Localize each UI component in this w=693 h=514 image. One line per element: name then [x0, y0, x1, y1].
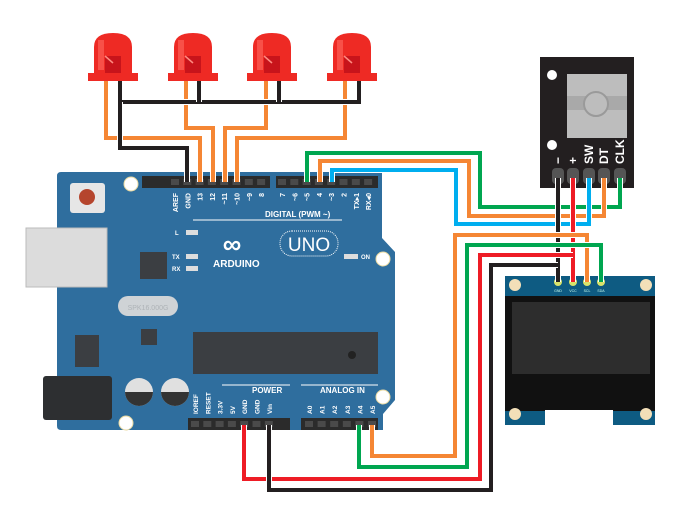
pin-label: 2 — [342, 193, 349, 197]
header-pin[interactable] — [240, 421, 249, 427]
header-pin[interactable] — [244, 179, 253, 185]
led-4-anode-wire[interactable] — [235, 81, 347, 182]
header-pin[interactable] — [330, 421, 339, 427]
encoder-pin-label: + — [566, 157, 580, 164]
pin-label: ~10 — [235, 193, 242, 205]
pin-label: A1 — [320, 405, 327, 414]
power-label: POWER — [252, 386, 282, 395]
led-2 — [168, 33, 218, 81]
led-label-tx: TX — [172, 255, 180, 261]
oled-pin-label: SDA — [597, 289, 605, 293]
pin-label: ~9 — [247, 193, 254, 201]
pin-label: Vin — [267, 404, 274, 414]
pin-label: AREF — [173, 192, 180, 212]
pin-label: IOREF — [193, 394, 200, 414]
led-3-anode-wire[interactable] — [223, 81, 268, 182]
header-pin[interactable] — [364, 179, 373, 185]
pin-label: ~6 — [292, 193, 299, 201]
header-pin[interactable] — [290, 179, 299, 185]
header-pin[interactable] — [278, 179, 286, 185]
pin-label: A4 — [357, 405, 364, 414]
led-4 — [327, 33, 377, 81]
pin-label: A3 — [345, 405, 352, 414]
led-label-rx: RX — [172, 267, 180, 273]
sw-wire[interactable] — [330, 168, 591, 226]
pin-label: GND — [185, 193, 192, 209]
led-3 — [247, 33, 297, 81]
crystal-label: SPK16.000G — [128, 305, 169, 312]
power-jack — [43, 376, 112, 420]
header-pin[interactable] — [215, 421, 224, 427]
arduino-brand: ARDUINO — [213, 259, 260, 270]
encoder-pin-label: DT — [597, 147, 611, 164]
header-pin[interactable] — [257, 179, 266, 185]
pin-label: RESET — [205, 392, 212, 414]
oled-display-module: GND VCC SCL SDA — [505, 276, 655, 425]
header-pin[interactable] — [171, 179, 179, 185]
mount-hole — [375, 389, 391, 405]
digital-header-label: DIGITAL (PWM ~) — [265, 210, 331, 219]
pin-label: RX◂0 — [366, 193, 373, 210]
pin-label: ~3 — [329, 193, 336, 201]
oled-pin-label: GND — [554, 289, 562, 293]
header-pin[interactable] — [264, 421, 273, 427]
header-pin[interactable] — [342, 421, 351, 427]
pin-label: A2 — [332, 405, 339, 414]
header-pin[interactable] — [351, 179, 360, 185]
usb-port — [25, 227, 108, 288]
encoder-pin-label: SW — [582, 144, 596, 164]
header-pin[interactable] — [355, 421, 364, 427]
mount-hole — [118, 415, 134, 431]
header-pin[interactable] — [203, 421, 212, 427]
pin-label: ~11 — [222, 193, 229, 205]
pin-label: GND — [255, 399, 262, 414]
arduino-model: UNO — [288, 235, 330, 256]
header-pin[interactable] — [317, 421, 326, 427]
header-pin[interactable] — [252, 421, 261, 427]
header-pin[interactable] — [191, 421, 199, 427]
analog-label: ANALOG IN — [320, 386, 365, 395]
header-pin[interactable] — [368, 421, 376, 427]
5v-wire[interactable] — [242, 253, 573, 481]
oled-screen — [512, 302, 650, 374]
header-pin[interactable] — [305, 421, 313, 427]
led-1 — [88, 33, 138, 81]
pin-label: ~5 — [305, 193, 312, 201]
dt-wire[interactable] — [318, 159, 606, 218]
pin-label: 8 — [259, 193, 266, 197]
pin-label: GND — [242, 399, 249, 414]
led-gnd-wire[interactable] — [118, 102, 189, 182]
led-1-anode-wire[interactable] — [104, 81, 202, 182]
pin-label: 13 — [198, 193, 205, 201]
arduino-logo-symbol: ∞ — [223, 229, 242, 259]
led-cathode-bus[interactable] — [118, 81, 361, 104]
mount-hole — [375, 251, 391, 267]
microcontroller-chip — [193, 332, 378, 374]
pin-label: A5 — [370, 405, 377, 414]
led-label-on: ON — [361, 255, 370, 261]
mount-hole — [123, 176, 139, 192]
pin-label: 3.3V — [218, 400, 225, 414]
pin-label: 7 — [280, 193, 287, 197]
encoder-pin-label: − — [551, 157, 565, 164]
sda-wire[interactable] — [357, 243, 603, 469]
gnd-wire[interactable] — [267, 263, 558, 492]
oled-pin-label: VCC — [569, 289, 577, 293]
power-header — [188, 418, 290, 430]
header-pin[interactable] — [227, 421, 236, 427]
encoder-pin-label: CLK — [613, 139, 627, 164]
led-label-l: L — [175, 231, 179, 237]
arduino-uno-board: SPK16.000G DIGITAL (PWM ~) ∞ ARDUINO UNO… — [25, 172, 395, 431]
pin-label: TX▸1 — [354, 193, 361, 209]
pin-label: 5V — [230, 405, 237, 414]
header-pin[interactable] — [339, 179, 348, 185]
clk-wire[interactable] — [305, 151, 622, 209]
pin-label: A0 — [307, 405, 314, 414]
oled-pin-label: SCL — [584, 289, 591, 293]
pin-label: 12 — [210, 193, 217, 201]
pin-label: 4 — [317, 193, 324, 197]
